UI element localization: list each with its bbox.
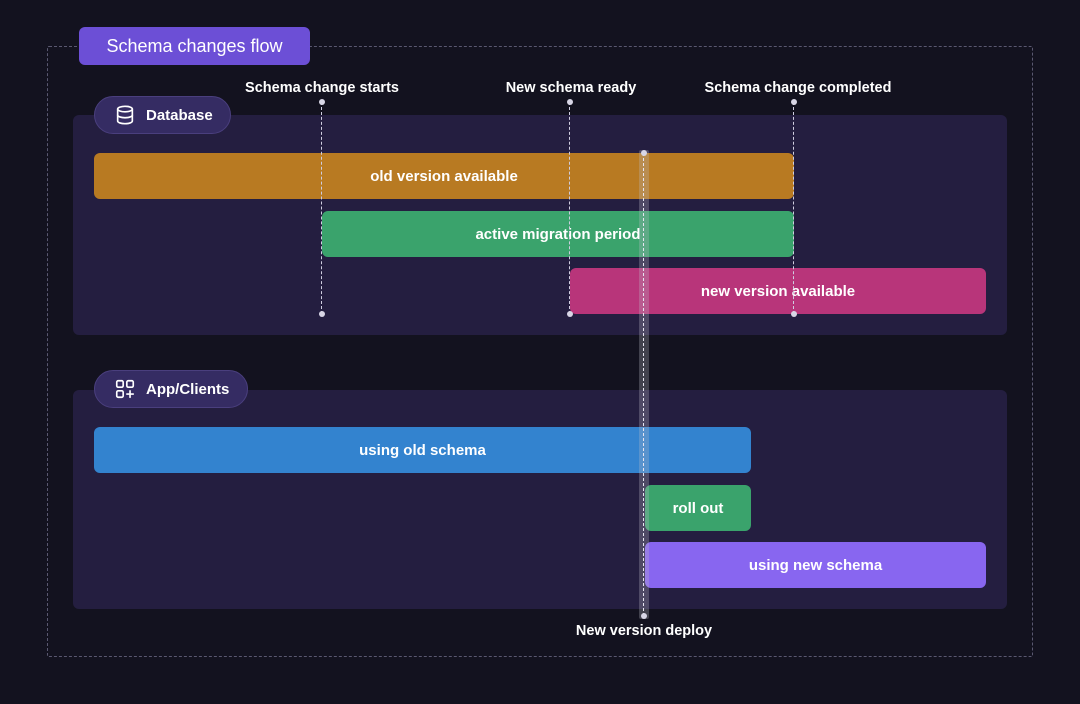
bar-old-version-available: old version available [94,153,794,199]
diagram-title: Schema changes flow [79,27,310,65]
bar-using-new-schema: using new schema [645,542,986,588]
apps-add-icon [115,379,135,399]
milestone-new-schema-ready: New schema ready [505,80,637,96]
milestone-new-version-deploy: New version deploy [575,623,713,639]
milestone-dot-completed-top [791,99,797,105]
app-clients-pill: App/Clients [94,370,248,408]
milestone-schema-change-starts: Schema change starts [245,80,399,96]
deploy-marker-band [639,150,649,619]
milestone-line-completed [793,102,794,314]
milestone-dot-start-bottom [319,311,325,317]
milestone-line-start [321,102,322,314]
milestone-dot-ready-bottom [567,311,573,317]
deploy-marker-line [643,153,644,616]
bar-active-migration-period: active migration period [322,211,794,257]
deploy-dot-top [641,150,647,156]
database-label: Database [146,106,213,124]
app-clients-label: App/Clients [146,380,230,398]
milestone-schema-change-completed: Schema change completed [704,80,892,96]
milestone-dot-completed-bottom [791,311,797,317]
deploy-dot-bottom [641,613,647,619]
diagram-frame [47,46,1033,657]
bar-roll-out: roll out [645,485,751,531]
bar-new-version-available: new version available [570,268,986,314]
bar-using-old-schema: using old schema [94,427,751,473]
milestone-line-ready [569,102,570,314]
milestone-dot-ready-top [567,99,573,105]
database-pill: Database [94,96,231,134]
milestone-dot-start-top [319,99,325,105]
database-icon [116,105,134,125]
